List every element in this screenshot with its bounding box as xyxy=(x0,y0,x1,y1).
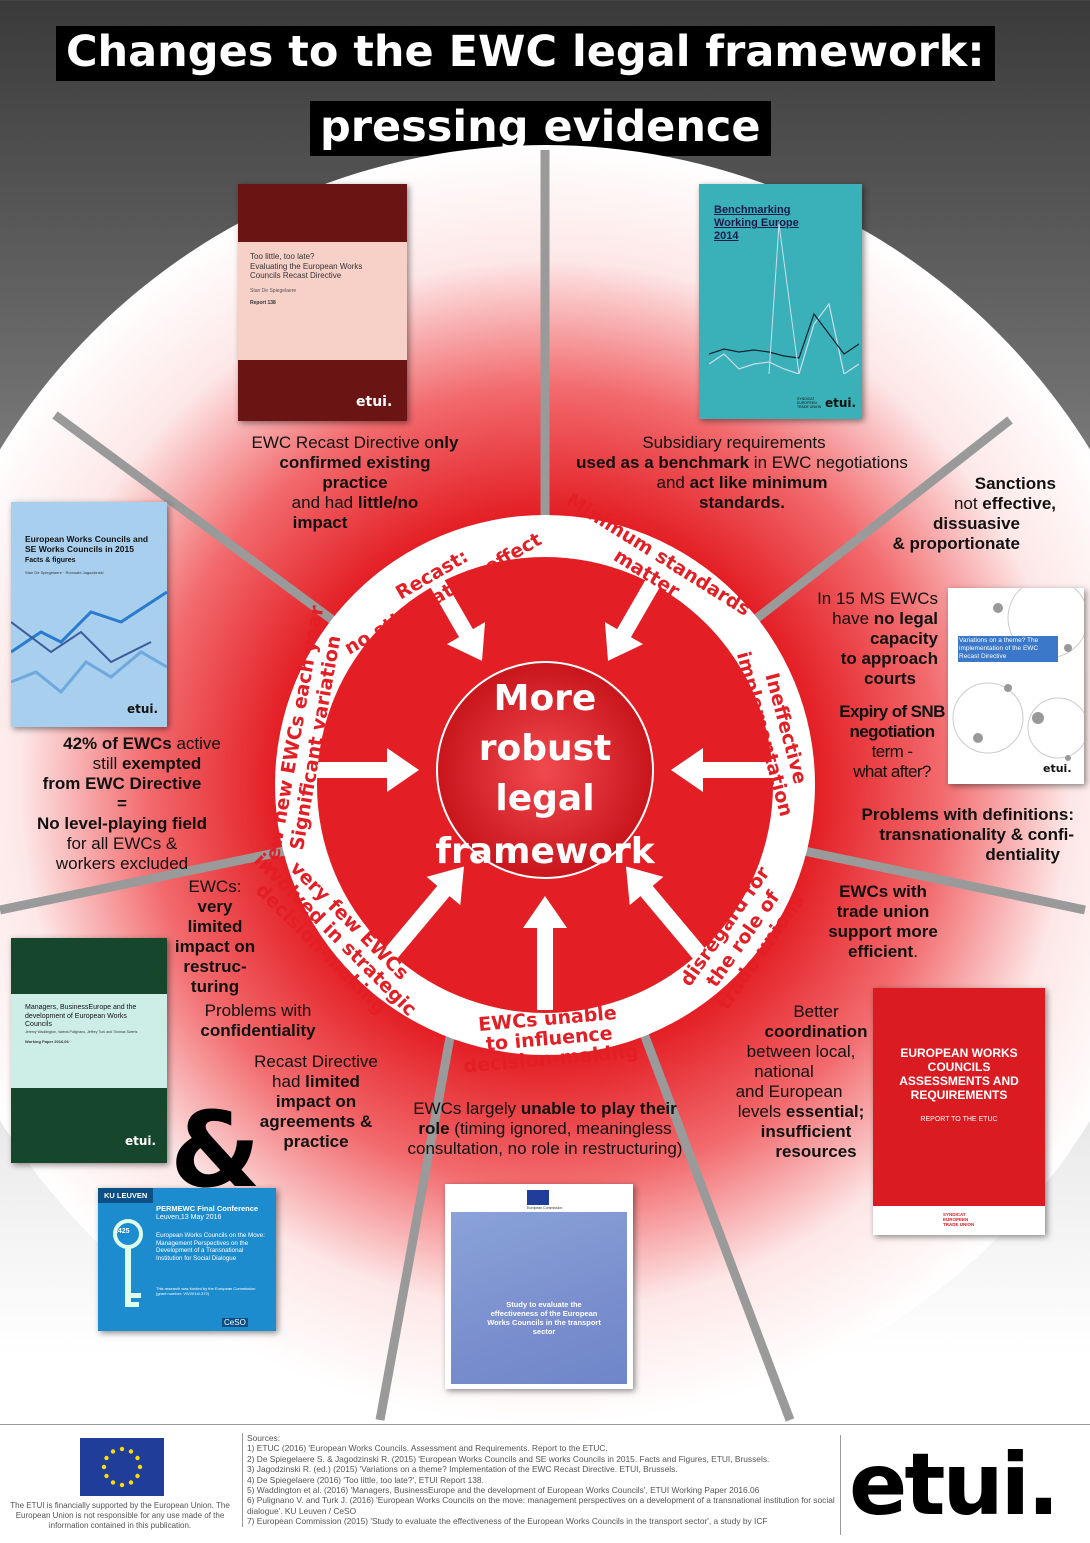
cover2-brand: etui. xyxy=(825,396,857,410)
cover-variations-on-a-theme: Variations on a theme? The implementatio… xyxy=(948,588,1084,784)
source-item: 3) Jagodzinski R. (ed.) (2015) 'Variatio… xyxy=(247,1464,678,1475)
cover2-syndicat: SYNDICAT EUROPEEN TRADE UNION xyxy=(797,397,822,409)
cover-ewc-facts-figures: European Works Councils and SE Works Cou… xyxy=(11,502,167,727)
text-definitions: Problems with definitions: transnational… xyxy=(861,805,1074,864)
text-snb-expiry: Expiry of SNB negotiation term - what af… xyxy=(839,702,945,781)
cover8-title: EUROPEAN WORKS COUNCILS ASSESSMENTS AND … xyxy=(899,1046,1019,1102)
text-unable-role: EWCs largely unable to play their role (… xyxy=(407,1099,683,1158)
text-trade-union-support: EWCs with trade union support more effic… xyxy=(828,882,938,961)
center-circle xyxy=(436,661,654,879)
source-item: 2) De Spiegelaere S. & Jagodzinski R. (2… xyxy=(247,1453,770,1464)
cover3-title: European Works Councils and SE Works Cou… xyxy=(25,534,149,554)
cover5-series: Working Paper 2016.06 xyxy=(25,1039,69,1044)
key-icon: 1425 xyxy=(108,1218,148,1318)
text-coordination: Better coordination between local, natio… xyxy=(735,1002,868,1161)
cover3-author: Stan De Spiegelaere · Romuald Jagodzinsk… xyxy=(25,570,104,575)
cover1-brand: etui. xyxy=(356,394,393,410)
cover8-subtitle: REPORT TO THE ETUC xyxy=(920,1116,998,1123)
cover-benchmarking: Benchmarking Working Europe 2014 SYNDICA… xyxy=(699,184,862,419)
cover6-note: This research was funded by the European… xyxy=(156,1286,256,1296)
footer: The ETUI is financially supported by the… xyxy=(0,1424,1090,1543)
center-line-3: legal xyxy=(495,778,594,819)
cover5-author: Jeremy Waddington, Valeria Pulignano, Je… xyxy=(25,1030,138,1034)
cover7-ec: European Commission xyxy=(527,1206,563,1210)
text-confidentiality: Problems with confidentiality xyxy=(200,1001,316,1040)
source-item: 1) ETUC (2016) 'European Works Councils.… xyxy=(247,1443,608,1454)
cover6-title: PERMEWC Final Conference xyxy=(156,1204,259,1213)
center-line-4: framework xyxy=(435,831,655,872)
arrows xyxy=(305,558,785,1010)
source-item: 5) Waddington et al. (2016) 'Managers, B… xyxy=(247,1485,760,1496)
cover6-institution: KU LEUVEN xyxy=(98,1188,154,1203)
cover6-body: European Works Councils on the Move: Man… xyxy=(156,1232,265,1262)
cover1-title: Too little, too late? xyxy=(250,252,315,261)
cover3-graphic xyxy=(11,590,167,695)
center-line-1: More xyxy=(494,678,597,719)
sources-title: Sources: xyxy=(247,1433,281,1443)
cover3-brand: etui. xyxy=(127,702,159,716)
ampersand: & xyxy=(170,1089,261,1211)
cover-transport-study: European Commission Study to evaluate th… xyxy=(445,1184,633,1389)
etui-logo: etui. xyxy=(840,1435,1060,1535)
eu-flag-small-icon xyxy=(527,1190,549,1205)
text-recast-confirmed: EWC Recast Directive only confirmed exis… xyxy=(251,433,459,532)
cover-etuc-report: EUROPEAN WORKS COUNCILS ASSESSMENTS AND … xyxy=(873,988,1045,1235)
cover8-syndicat: SYNDICAT EUROPEEN TRADE UNION xyxy=(943,1212,975,1227)
cover2-line-chart xyxy=(709,224,859,374)
funding-disclaimer: The ETUI is financially supported by the… xyxy=(10,1501,230,1530)
text-subsidiary: Subsidiary requirements used as a benchm… xyxy=(576,433,908,512)
cover6-key-number: 1425 xyxy=(114,1228,130,1235)
text-legal-capacity: In 15 MS EWCs have no legal capacity to … xyxy=(817,589,938,688)
eu-stars xyxy=(101,1446,143,1488)
cover6-ceso: CeSO xyxy=(222,1318,248,1327)
text-sanctions: Sanctions not effective, dissuasive & pr… xyxy=(892,474,1057,553)
sources-list: Sources: 1) ETUC (2016) 'European Works … xyxy=(242,1433,837,1527)
page-title-line1: Changes to the EWC legal framework: xyxy=(56,26,995,81)
cover1-report: Report 138 xyxy=(250,300,276,306)
cover1-author: Stan De Spiegelaere xyxy=(250,288,297,294)
cover1-subtitle: Evaluating the European Works Councils R… xyxy=(250,262,363,280)
source-item: 6) Pulignano V. and Turk J. (2016) 'Euro… xyxy=(247,1495,835,1516)
center-line-2: robust xyxy=(479,728,612,769)
source-item: 4) De Spiegelaere (2016) 'Too little, to… xyxy=(247,1474,484,1485)
spokes xyxy=(0,150,1086,1422)
text-exempted: 42% of EWCs active still exempted from E… xyxy=(36,734,221,873)
cover5-brand: etui. xyxy=(125,1134,157,1148)
cover5-title: Managers, BusinessEurope and the develop… xyxy=(25,1004,137,1028)
center-label: More robust legal framework xyxy=(435,678,655,872)
cover-managers-businesseurope: Managers, BusinessEurope and the develop… xyxy=(11,938,167,1163)
cover3-subtitle: Facts & figures xyxy=(25,557,76,564)
cover-permewc-conference: KU LEUVEN PERMEWC Final Conference Leuve… xyxy=(98,1188,276,1331)
cover-too-little-too-late: Too little, too late? Evaluating the Eur… xyxy=(238,184,407,421)
cover4-brand: etui. xyxy=(1043,762,1072,775)
source-item: 7) European Commission (2015) 'Study to … xyxy=(247,1516,768,1527)
cover6-date: Leuven,13 May 2016 xyxy=(156,1214,222,1221)
text-limited-impact: Recast Directive had limited impact on a… xyxy=(254,1052,378,1151)
cover7-title: Study to evaluate the effectiveness of t… xyxy=(487,1300,601,1336)
text-restructuring: EWCs: very limited impact on restruc- tu… xyxy=(174,877,256,996)
cover2-title: Benchmarking Working Europe 2014 xyxy=(714,204,799,242)
cover4-network-graphic xyxy=(952,588,1084,761)
cover4-title: Variations on a theme? The implementatio… xyxy=(958,636,1058,662)
eu-flag-icon xyxy=(80,1438,164,1496)
